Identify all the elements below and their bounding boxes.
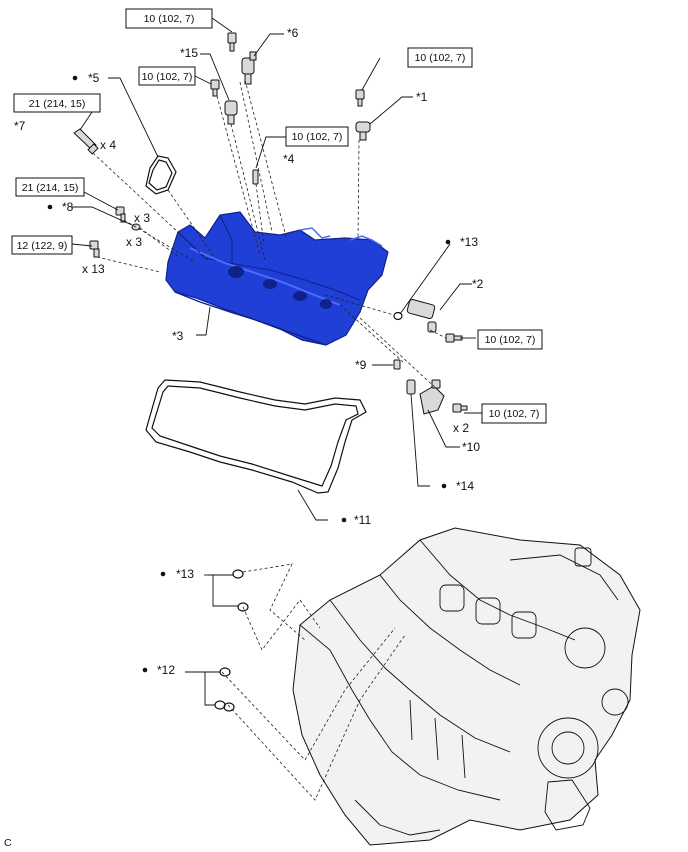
callout-7: *7 bbox=[14, 119, 26, 133]
svg-text:12 (122, 9): 12 (122, 9) bbox=[17, 240, 68, 252]
torque-box-bolt: 12 (122, 9) bbox=[11, 235, 73, 255]
bullet-13a bbox=[445, 239, 451, 245]
callout-12: *12 bbox=[157, 663, 175, 677]
bolt-2a bbox=[445, 333, 463, 343]
qty-x4: x 4 bbox=[100, 138, 116, 152]
corner-letter: C bbox=[4, 837, 12, 849]
callout-6: *6 bbox=[287, 26, 299, 40]
svg-text:10 (102, 7): 10 (102, 7) bbox=[485, 334, 536, 346]
callout-14: *14 bbox=[456, 479, 474, 493]
torque-box-2: 10 (102, 7) bbox=[477, 329, 543, 350]
sensor-1 bbox=[355, 121, 371, 141]
torque-box-15: 10 (102, 7) bbox=[138, 66, 196, 86]
bolt-8 bbox=[115, 206, 126, 223]
callout-1: *1 bbox=[416, 90, 428, 104]
callout-9: *9 bbox=[355, 358, 367, 372]
torque-box-7: 21 (214, 15) bbox=[13, 93, 101, 113]
torque-box-4: 10 (102, 7) bbox=[285, 126, 349, 147]
callout-8: *8 bbox=[62, 200, 74, 214]
bullet-5 bbox=[72, 75, 78, 81]
stud-9 bbox=[393, 359, 401, 370]
oring-12-pair-b bbox=[223, 702, 235, 712]
oring-5 bbox=[145, 155, 177, 195]
oring-13-upper bbox=[393, 311, 403, 321]
callout-5: *5 bbox=[88, 71, 100, 85]
svg-text:10 (102, 7): 10 (102, 7) bbox=[415, 52, 466, 64]
sensor-15 bbox=[224, 100, 238, 125]
torque-box-1: 10 (102, 7) bbox=[407, 47, 473, 68]
bolt-10a bbox=[452, 403, 468, 413]
svg-text:10 (102, 7): 10 (102, 7) bbox=[144, 13, 195, 25]
qty-x2: x 2 bbox=[453, 421, 469, 435]
torque-box-10: 10 (102, 7) bbox=[481, 403, 547, 424]
svg-text:10 (102, 7): 10 (102, 7) bbox=[142, 71, 193, 83]
callout-11: *11 bbox=[354, 513, 371, 527]
sensor-2 bbox=[406, 299, 437, 333]
part-14 bbox=[406, 379, 416, 395]
sensor-6 bbox=[241, 51, 257, 85]
bullet-14 bbox=[441, 483, 447, 489]
torque-box-6: 10 (102, 7) bbox=[125, 8, 213, 29]
callout-15: *15 bbox=[180, 46, 198, 60]
stud-4 bbox=[252, 169, 259, 185]
qty-x3a: x 3 bbox=[134, 211, 150, 225]
svg-text:10 (102, 7): 10 (102, 7) bbox=[292, 131, 343, 143]
cylinder-head-cover bbox=[165, 211, 389, 346]
bullet-12 bbox=[142, 667, 148, 673]
callout-13a: *13 bbox=[460, 235, 478, 249]
part-10 bbox=[419, 379, 445, 415]
callout-2: *2 bbox=[472, 277, 484, 291]
oring-12-group bbox=[185, 667, 235, 712]
callout-10: *10 bbox=[462, 440, 480, 454]
spark-plug bbox=[73, 128, 99, 155]
svg-text:10 (102, 7): 10 (102, 7) bbox=[489, 408, 540, 420]
qty-x13: x 13 bbox=[82, 262, 105, 276]
oring-12-top bbox=[219, 667, 231, 677]
bolt-6a bbox=[227, 32, 237, 52]
callout-13b: *13 bbox=[176, 567, 194, 581]
svg-text:21 (214, 15): 21 (214, 15) bbox=[29, 98, 86, 110]
callout-3: *3 bbox=[172, 329, 184, 343]
bullet-8 bbox=[47, 204, 53, 210]
oring-13-bottom bbox=[237, 602, 249, 612]
qty-x3b: x 3 bbox=[126, 235, 142, 249]
svg-text:21 (214, 15): 21 (214, 15) bbox=[22, 182, 79, 194]
oring-13-group bbox=[208, 569, 249, 612]
bullet-11 bbox=[341, 517, 347, 523]
engine-assembly bbox=[292, 527, 641, 846]
torque-box-8: 21 (214, 15) bbox=[15, 177, 85, 197]
bolt-1a bbox=[355, 89, 365, 107]
bolt-13 bbox=[89, 240, 100, 258]
bullet-13b bbox=[160, 571, 166, 577]
cover-gasket bbox=[145, 379, 367, 494]
oring-13-top bbox=[232, 569, 244, 579]
callout-4: *4 bbox=[283, 152, 295, 166]
cover-body bbox=[165, 211, 389, 346]
bolt-15 bbox=[210, 79, 220, 97]
